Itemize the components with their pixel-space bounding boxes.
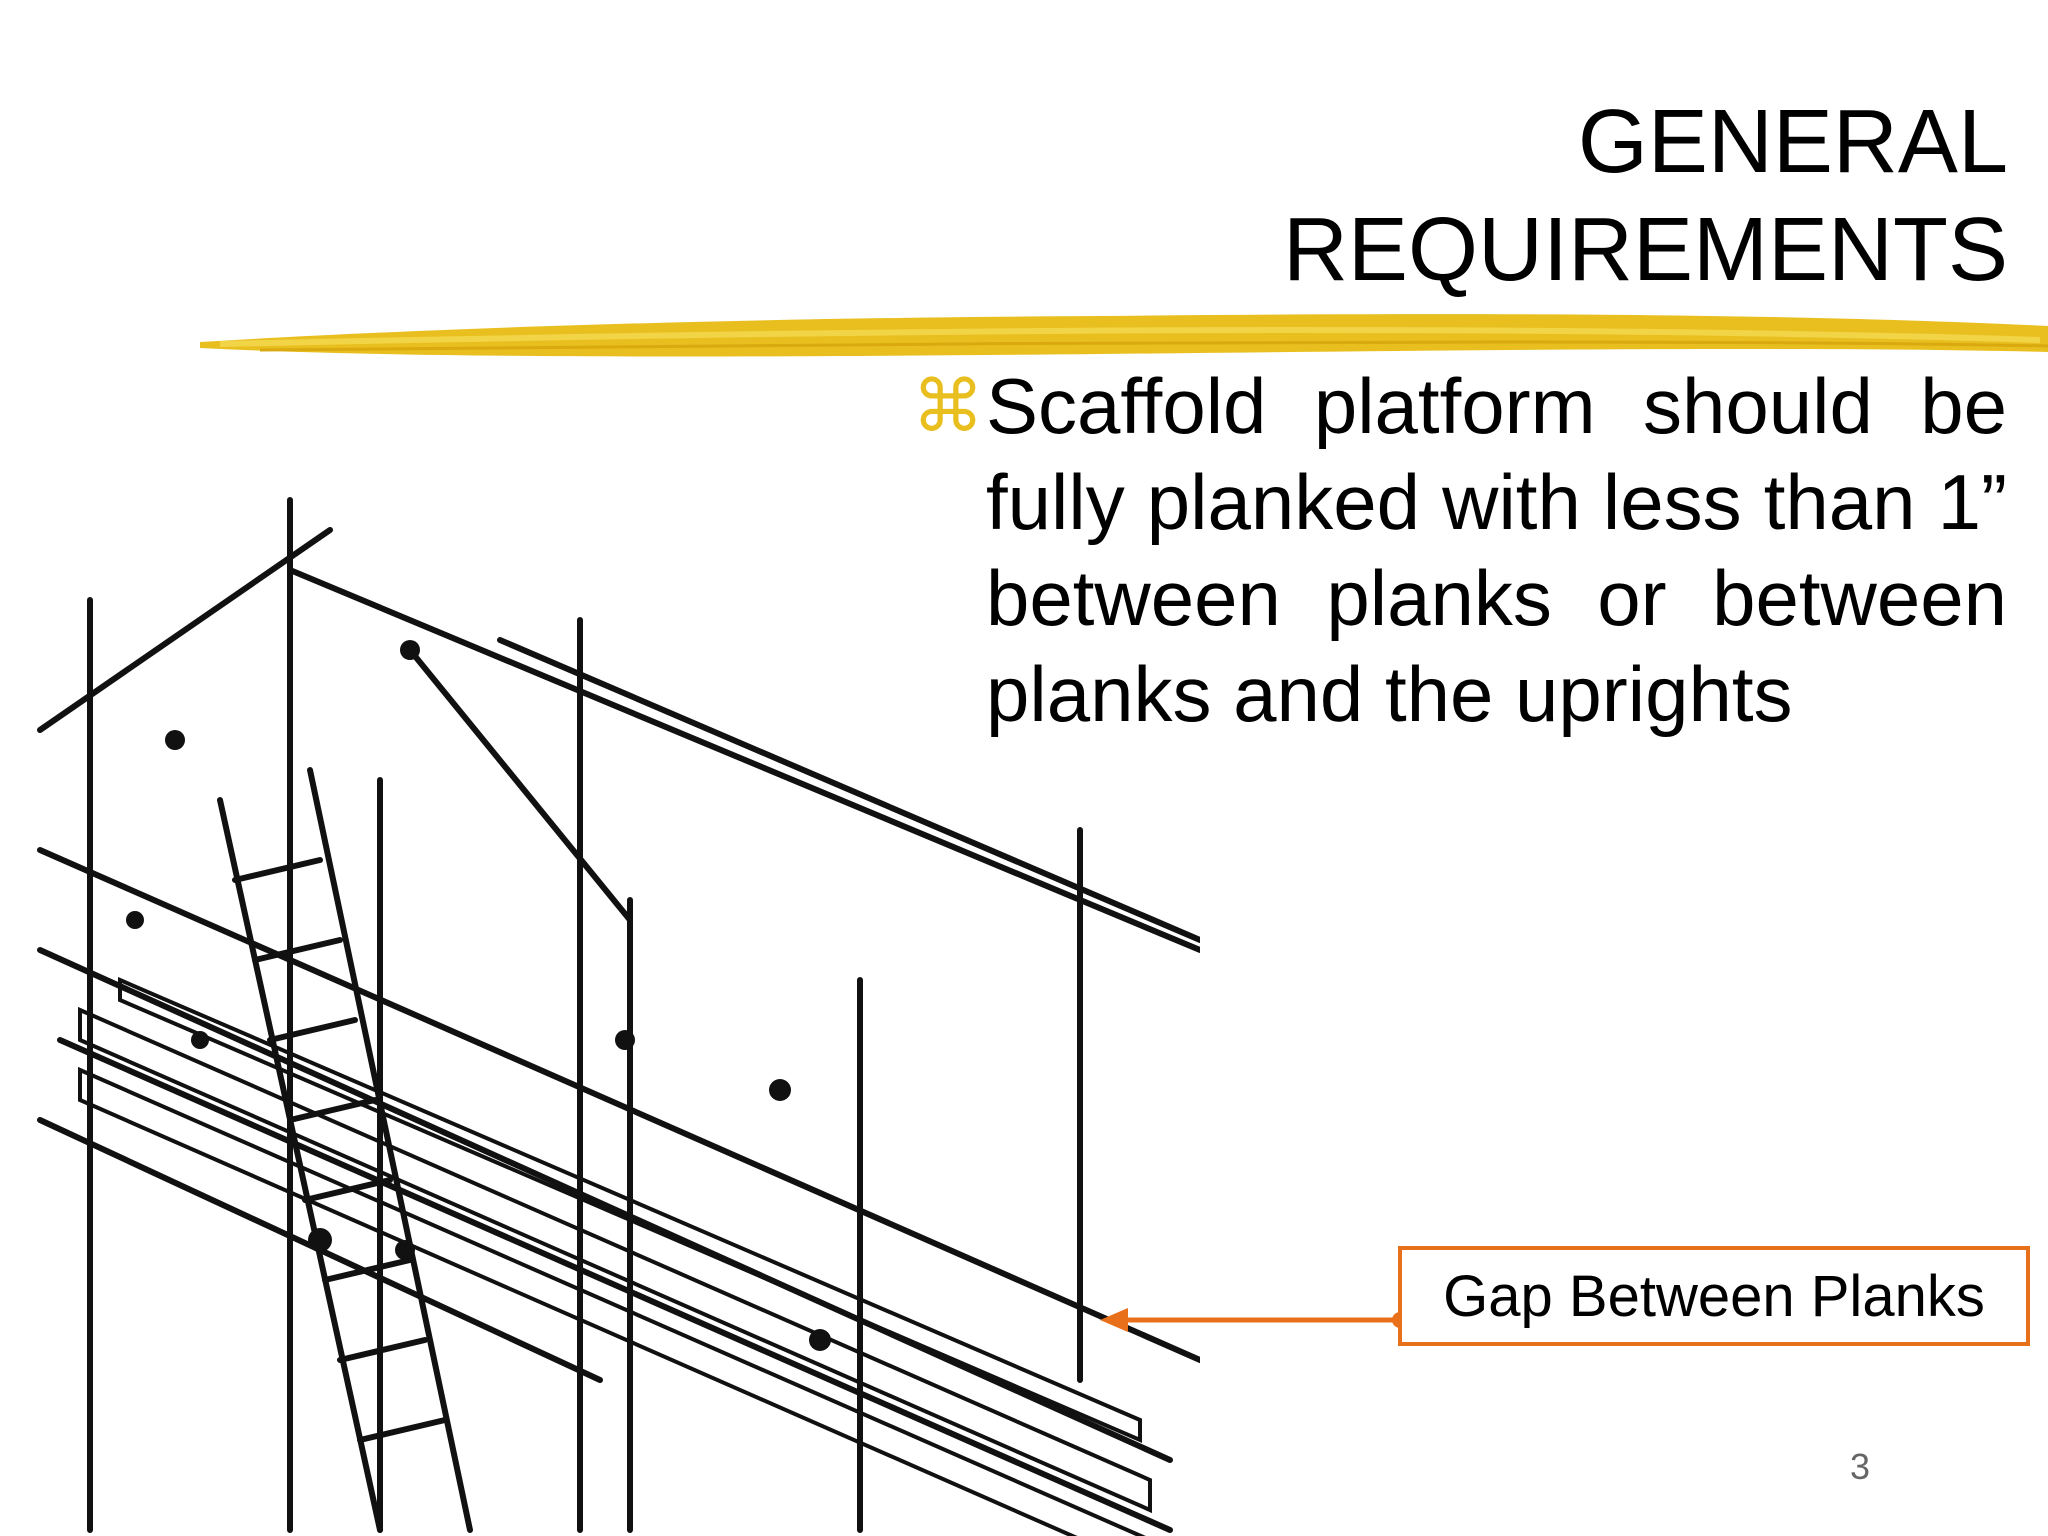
gap-callout-box: Gap Between Planks xyxy=(1398,1246,2030,1346)
place-of-interest-icon: ⌘ xyxy=(912,364,984,448)
bullet-item: ⌘ Scaffold platform should be fully plan… xyxy=(912,358,2007,742)
scaffold-illustration xyxy=(37,497,1200,1536)
title-line-2: REQUIREMENTS xyxy=(1282,200,2008,300)
slide-title: GENERAL REQUIREMENTS xyxy=(1283,88,2008,304)
title-line-1: GENERAL xyxy=(1577,92,2008,192)
page-number: 3 xyxy=(1850,1446,1871,1487)
bullet-text: Scaffold platform should be fully planke… xyxy=(986,362,2007,738)
gap-callout-label: Gap Between Planks xyxy=(1443,1263,1985,1329)
yellow-brush-stroke xyxy=(200,314,2048,357)
callout-arrow xyxy=(1100,1308,1408,1332)
